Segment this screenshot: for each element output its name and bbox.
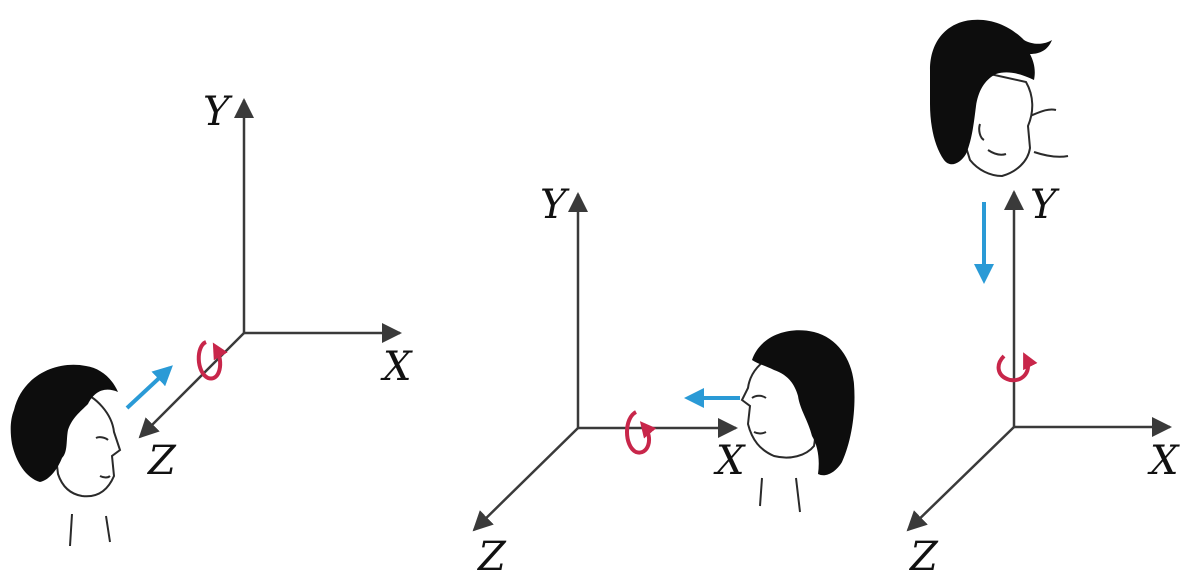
panel-2-y-label: Y (540, 182, 570, 228)
panel-1-x-label: X (380, 344, 413, 390)
panel-3: Y X Z (906, 19, 1180, 576)
panel-2: Y X Z (472, 182, 855, 576)
panel-2-z-label: Z (476, 534, 507, 576)
panel-3-z-axis (906, 426, 1015, 532)
panel-3-axes (906, 190, 1172, 532)
panel-3-x-label: X (1147, 438, 1180, 484)
panel-3-y-label: Y (1030, 182, 1060, 228)
panel-2-x-label: X (713, 438, 746, 484)
panel-1-z-axis (138, 332, 245, 439)
panel-1-y-label: Y (203, 89, 233, 135)
rotation-arrow-icon (625, 410, 657, 455)
rotation-arrow-icon (996, 352, 1038, 383)
panel-3-z-label: Z (908, 534, 939, 576)
rotation-arrow-icon (196, 340, 228, 381)
translation-arrow-icon (125, 365, 173, 410)
panel-1-axes (138, 98, 402, 439)
panel-1: Y X Z (10, 89, 413, 547)
head-profile-icon (930, 19, 1069, 178)
panel-1-z-label: Z (146, 438, 177, 484)
panel-2-axes (472, 192, 738, 532)
head-profile-icon (740, 330, 855, 513)
head-profile-icon (10, 364, 122, 547)
panel-2-z-axis (472, 427, 579, 532)
